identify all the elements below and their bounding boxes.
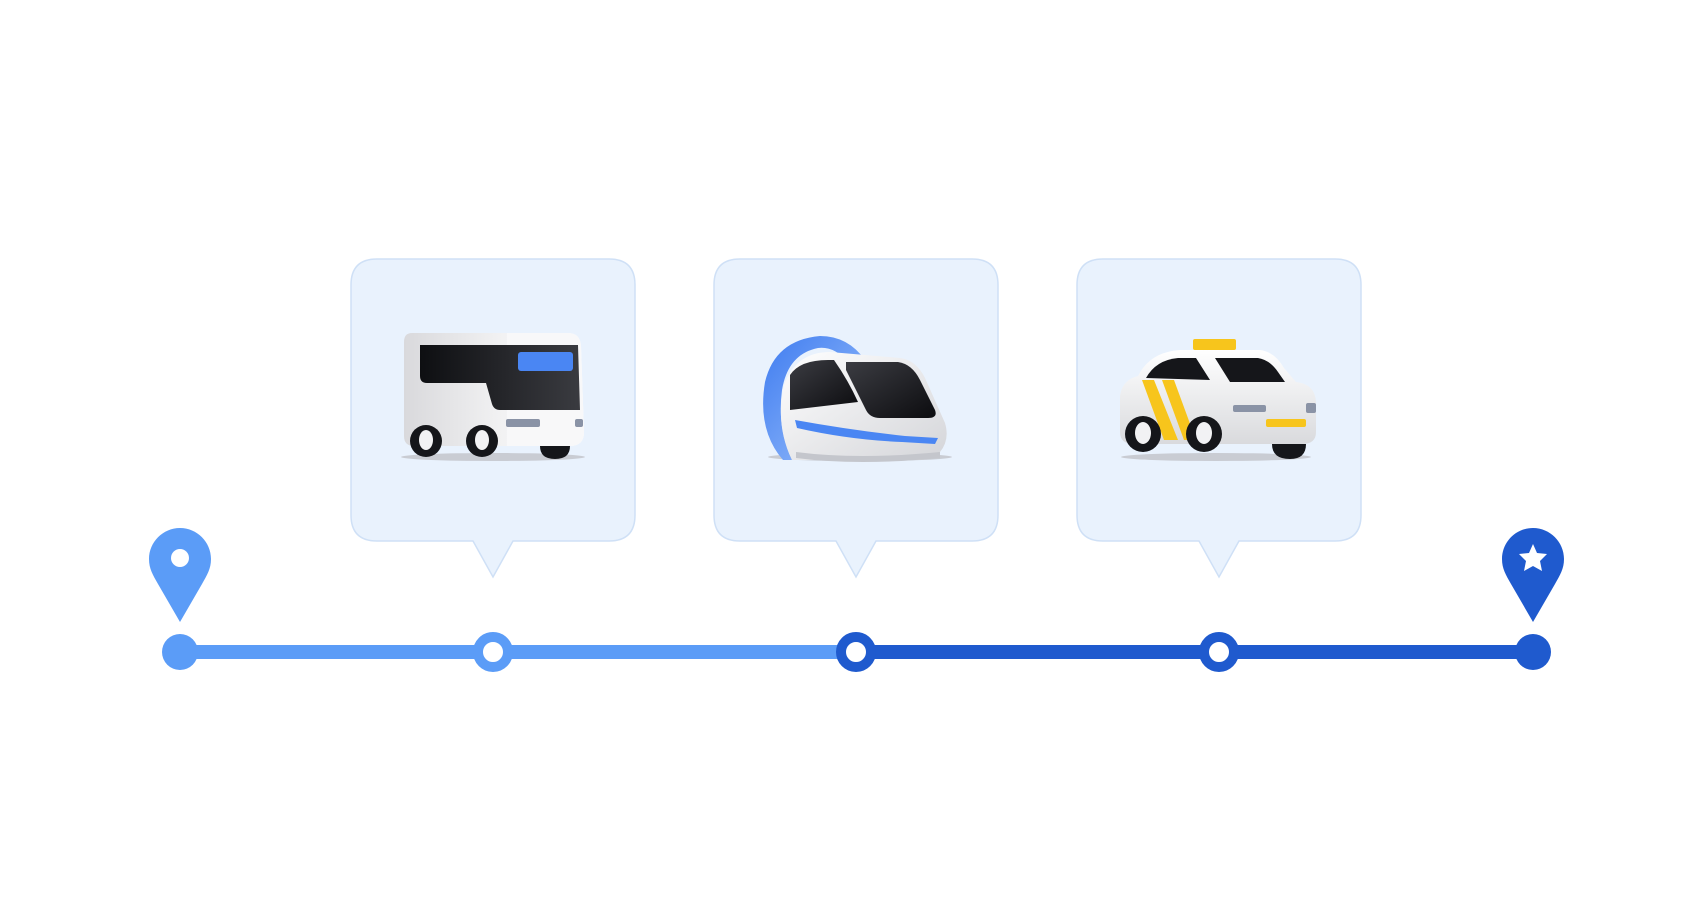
train-card [713, 258, 999, 579]
route-stop-bus [473, 632, 513, 672]
route-stop-train [836, 632, 876, 672]
taxi-icon [1120, 339, 1316, 461]
bus-icon [401, 333, 585, 461]
map-pin-star-icon [1502, 528, 1564, 622]
train-icon [763, 336, 952, 462]
route-stop-destination [1515, 634, 1551, 670]
route-stop-taxi [1199, 632, 1239, 672]
bus-card [350, 258, 636, 579]
taxi-card [1076, 258, 1362, 579]
map-pin-icon [149, 528, 211, 622]
route-stop-origin [162, 634, 198, 670]
